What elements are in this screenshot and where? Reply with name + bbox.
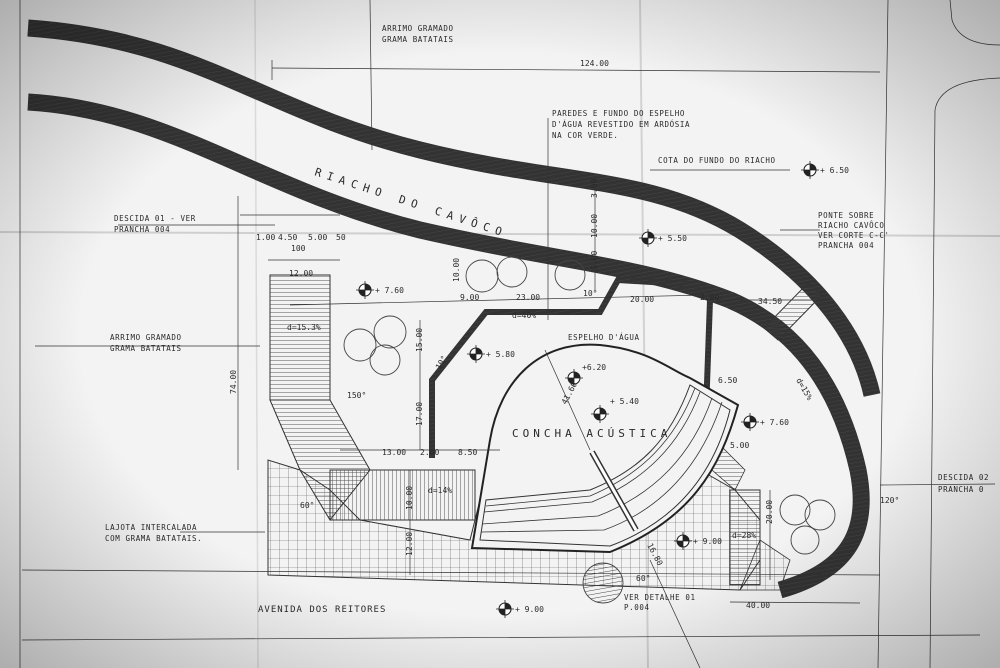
dim-4000: 40.00	[746, 601, 770, 610]
dim-900: 9.00	[460, 293, 479, 302]
angle-60b: 60°	[636, 574, 650, 583]
label-paredes-1: PAREDES E FUNDO DO ESPELHO	[552, 109, 685, 118]
dim-1700: 17.00	[415, 402, 424, 426]
label-descida01-2: PRANCHA 004	[114, 225, 170, 234]
dim-1500: 15.00	[415, 328, 424, 352]
label-descida02-2: PRANCHA 0	[938, 485, 984, 494]
dim-850: 8.50	[458, 448, 477, 457]
dim-1200v: 12.00	[405, 532, 414, 556]
dim-100a: 1.00	[256, 233, 275, 242]
dim-1000b: 10.00	[590, 214, 599, 238]
dim-200b: 2.00	[420, 448, 439, 457]
label-ponte-4: PRANCHA 004	[818, 241, 874, 250]
dim-1000c: 10.00	[405, 486, 414, 510]
dim-1300: 13.00	[382, 448, 406, 457]
label-descida01-1: DESCIDA 01 - VER	[114, 214, 196, 223]
slope-140: d=14%	[428, 486, 452, 495]
level-760-right: + 7.60	[760, 418, 789, 427]
level-900-bottom: + 9.00	[515, 605, 544, 614]
label-paredes-3: NA COR VERDE.	[552, 131, 619, 140]
slope-28: d=28%	[732, 531, 756, 540]
dim-3450: 34.50	[758, 297, 782, 306]
dim-2000v: 20.00	[765, 500, 774, 524]
dim-2300: 23.00	[516, 293, 540, 302]
dim-200a: 2.00	[700, 293, 719, 302]
angle-150: 150°	[347, 391, 366, 400]
dim-100b: 100	[291, 244, 306, 253]
label-ponte-3: VER CORTE C-C'	[818, 231, 890, 240]
dim-650: 6.50	[718, 376, 737, 385]
angle-60a: 60°	[300, 501, 314, 510]
label-ver-detalhe-1: VER DETALHE 01	[624, 593, 696, 602]
dim-300: 3.00	[590, 179, 599, 198]
dim-1200top: 12.00	[289, 269, 313, 278]
slope-right: d=15%	[794, 377, 814, 403]
level-550: + 5.50	[658, 234, 687, 243]
dim-2000: 20.00	[630, 295, 654, 304]
slope-40: d=40%	[512, 311, 536, 320]
label-lajota-2: COM GRAMA BATATAIS.	[105, 534, 202, 543]
dim-7400: 74.00	[229, 370, 238, 394]
label-paredes-2: D'ÁGUA REVESTIDO EM ARDÓSIA	[552, 120, 690, 129]
level-580: + 5.80	[486, 350, 515, 359]
dim-500v: 5.00	[590, 251, 599, 270]
label-arrimo-top-1: ARRIMO GRAMADO	[382, 24, 454, 33]
label-concha: CONCHA ACÚSTICA	[512, 427, 671, 440]
label-avenida: AVENIDA DOS REITORES	[258, 605, 386, 615]
level-620: +6.20	[582, 363, 606, 372]
dim-450: 4.50	[278, 233, 297, 242]
label-ver-detalhe-2: P.004	[624, 603, 650, 612]
label-arrimo-top-2: GRAMA BATATAIS	[382, 35, 454, 44]
angle-120: 120°	[880, 496, 899, 505]
dim-500b: 5.00	[730, 441, 749, 450]
frame-right-line	[877, 0, 889, 668]
road-edge-right	[929, 77, 1000, 668]
dim-1000a: 10.00	[452, 258, 461, 282]
label-ponte-2: RIACHO CAVÔCO	[818, 221, 885, 230]
label-espelho: ESPELHO D'ÁGUA	[568, 333, 640, 342]
label-arrimo-left-1: ARRIMO GRAMADO	[110, 333, 182, 342]
dim-124: 124.00	[580, 59, 609, 68]
level-900-right: + 9.00	[693, 537, 722, 546]
label-cota-fundo: COTA DO FUNDO DO RIACHO	[658, 156, 776, 165]
level-540: + 5.40	[610, 397, 639, 406]
slope-153: d=15.3%	[287, 323, 321, 332]
dim-50: 50	[336, 233, 346, 242]
level-760-left: + 7.60	[375, 286, 404, 295]
label-ponte-1: PONTE SOBRE	[818, 211, 874, 220]
label-arrimo-left-2: GRAMA BATATAIS	[110, 344, 182, 353]
dim-500a: 5.00	[308, 233, 327, 242]
label-descida02-1: DESCIDA 02	[938, 473, 989, 482]
level-650: + 6.50	[820, 166, 849, 175]
angle-10a: 10°	[583, 289, 597, 298]
label-lajota-1: LAJOTA INTERCALADA	[105, 523, 197, 532]
